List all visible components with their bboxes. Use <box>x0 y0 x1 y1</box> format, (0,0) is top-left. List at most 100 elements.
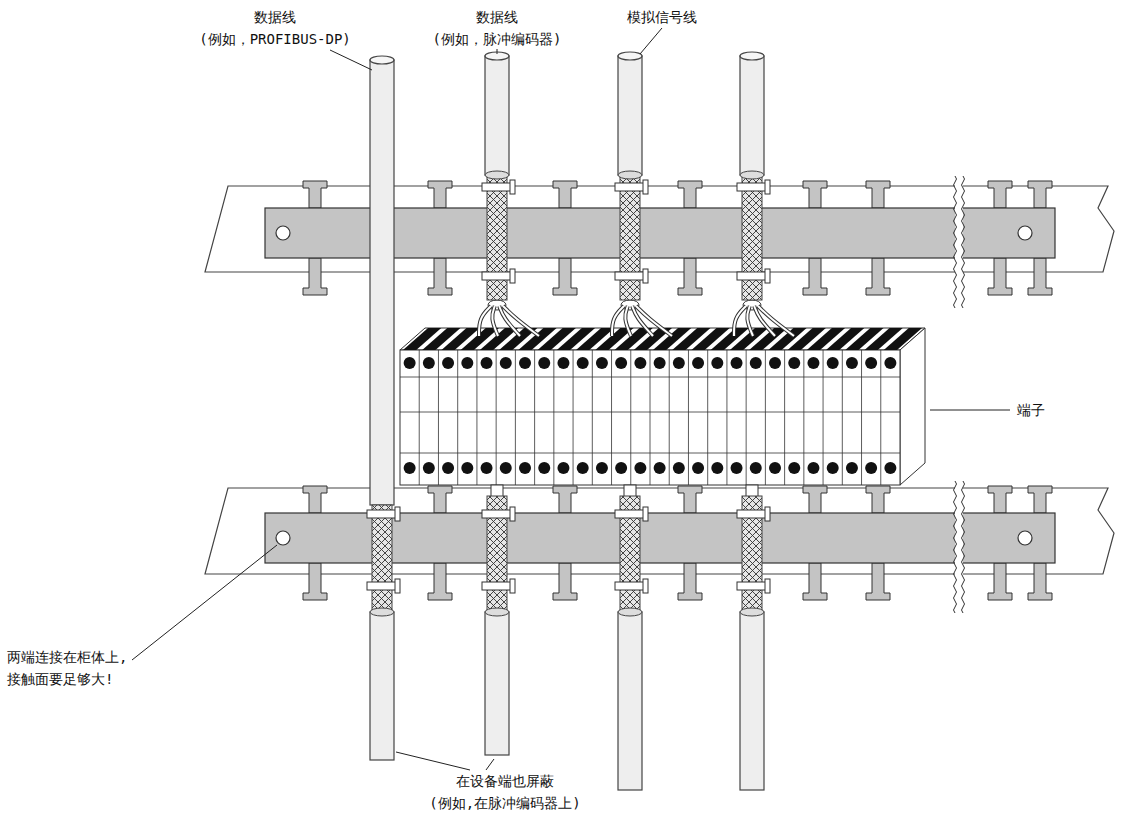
terminal-side-face <box>900 328 925 485</box>
terminal-screw <box>827 357 839 369</box>
terminal-screw <box>673 462 685 474</box>
terminal-divider <box>842 350 843 485</box>
terminal-screw <box>500 357 512 369</box>
shield-clamp <box>737 183 767 191</box>
terminal-screw <box>750 462 762 474</box>
clamp-tab <box>643 579 648 593</box>
cabinet-plate <box>205 488 1114 574</box>
terminal-screw <box>404 462 416 474</box>
terminal-divider <box>688 350 689 485</box>
terminal-screw <box>692 462 704 474</box>
signal-wire-core <box>734 306 746 336</box>
signal-wire <box>636 306 672 336</box>
signal-wire <box>758 306 794 336</box>
terminal-screw <box>519 462 531 474</box>
rail-tooth <box>553 486 577 513</box>
terminal-screw <box>481 357 493 369</box>
terminal-divider <box>707 350 708 485</box>
terminal-screw <box>865 357 877 369</box>
terminal-screw <box>519 357 531 369</box>
shield-clamp <box>737 510 767 518</box>
cable-jacket <box>370 612 394 760</box>
mounting-hole <box>276 226 290 240</box>
terminal-screw <box>615 462 627 474</box>
rail-tooth <box>1028 258 1052 295</box>
clamp-tab <box>395 507 400 521</box>
cable-jacket <box>740 56 764 175</box>
shield-clamp <box>482 272 512 280</box>
rail-tooth <box>428 181 452 208</box>
cable-label: (例如，脉冲编码器) <box>431 30 564 48</box>
terminal-screw <box>827 462 839 474</box>
signal-wire-core <box>479 306 491 336</box>
shield-clamp <box>615 183 645 191</box>
terminal-divider <box>534 350 535 485</box>
note-text: 在设备端也屏蔽 <box>454 772 556 790</box>
terminal-screw <box>884 462 896 474</box>
rail-tooth <box>303 486 327 513</box>
clamp-tab <box>510 180 515 194</box>
leader-line <box>497 49 498 54</box>
cable-jacket <box>618 612 642 790</box>
leader-line <box>930 410 1010 411</box>
inner-sheath <box>746 485 758 497</box>
clamp-tab <box>643 180 648 194</box>
terminal-divider <box>611 350 612 485</box>
mounting-plates <box>205 186 1114 574</box>
signal-wire-core <box>503 306 539 336</box>
note-text: (例如,在脉冲编码器上) <box>427 794 582 812</box>
rail-tooth <box>988 181 1012 208</box>
terminal-screw <box>596 462 608 474</box>
rail-tooth <box>803 563 827 600</box>
break-mark <box>954 481 957 613</box>
shield-clamp <box>482 582 512 590</box>
mounting-hole <box>1018 226 1032 240</box>
cable-jacket <box>370 60 394 505</box>
terminal-divider <box>419 350 420 485</box>
terminal-divider <box>746 350 747 485</box>
signal-wire-core <box>625 306 631 336</box>
rail-tooth <box>988 258 1012 295</box>
shield-clamp <box>367 582 397 590</box>
signal-wire <box>612 306 624 336</box>
terminal-screw <box>634 357 646 369</box>
rail-tooth <box>553 563 577 600</box>
shield-clamp <box>615 272 645 280</box>
signal-wire-core <box>636 306 672 336</box>
jacket-cut <box>370 608 394 616</box>
signal-wire <box>492 306 498 336</box>
terminal-divider <box>592 350 593 485</box>
rail-tooth <box>303 181 327 208</box>
terminal-divider <box>553 350 554 485</box>
jacket-cut <box>618 608 642 616</box>
terminal-divider <box>496 350 497 485</box>
terminal-screw <box>615 357 627 369</box>
cable-end <box>370 56 394 64</box>
note-text: 接触面要足够大! <box>5 670 115 688</box>
terminal-divider <box>823 350 824 485</box>
terminal-screw <box>538 462 550 474</box>
inner-sheath <box>491 485 503 497</box>
terminal-screw <box>557 462 569 474</box>
cable-jacket <box>485 56 509 175</box>
signal-wire-core <box>758 306 794 336</box>
terminal-screw <box>788 357 800 369</box>
inner-sheath <box>624 485 636 497</box>
cable-shield-braid <box>487 175 507 300</box>
note-text: 两端连接在柜体上, <box>5 648 129 666</box>
rail-tooth <box>678 181 702 208</box>
terminal-edge <box>400 453 900 454</box>
mounting-hole <box>1018 531 1032 545</box>
terminal-screw <box>442 462 454 474</box>
cable-label: 数据线 <box>252 8 298 26</box>
clamp-tab <box>643 507 648 521</box>
terminal-divider <box>784 350 785 485</box>
terminal-divider <box>476 350 477 485</box>
rail-tooth <box>428 258 452 295</box>
rail-tooth <box>1028 563 1052 600</box>
signal-wire-core <box>612 306 624 336</box>
terminal-screw <box>442 357 454 369</box>
terminal-screw <box>500 462 512 474</box>
